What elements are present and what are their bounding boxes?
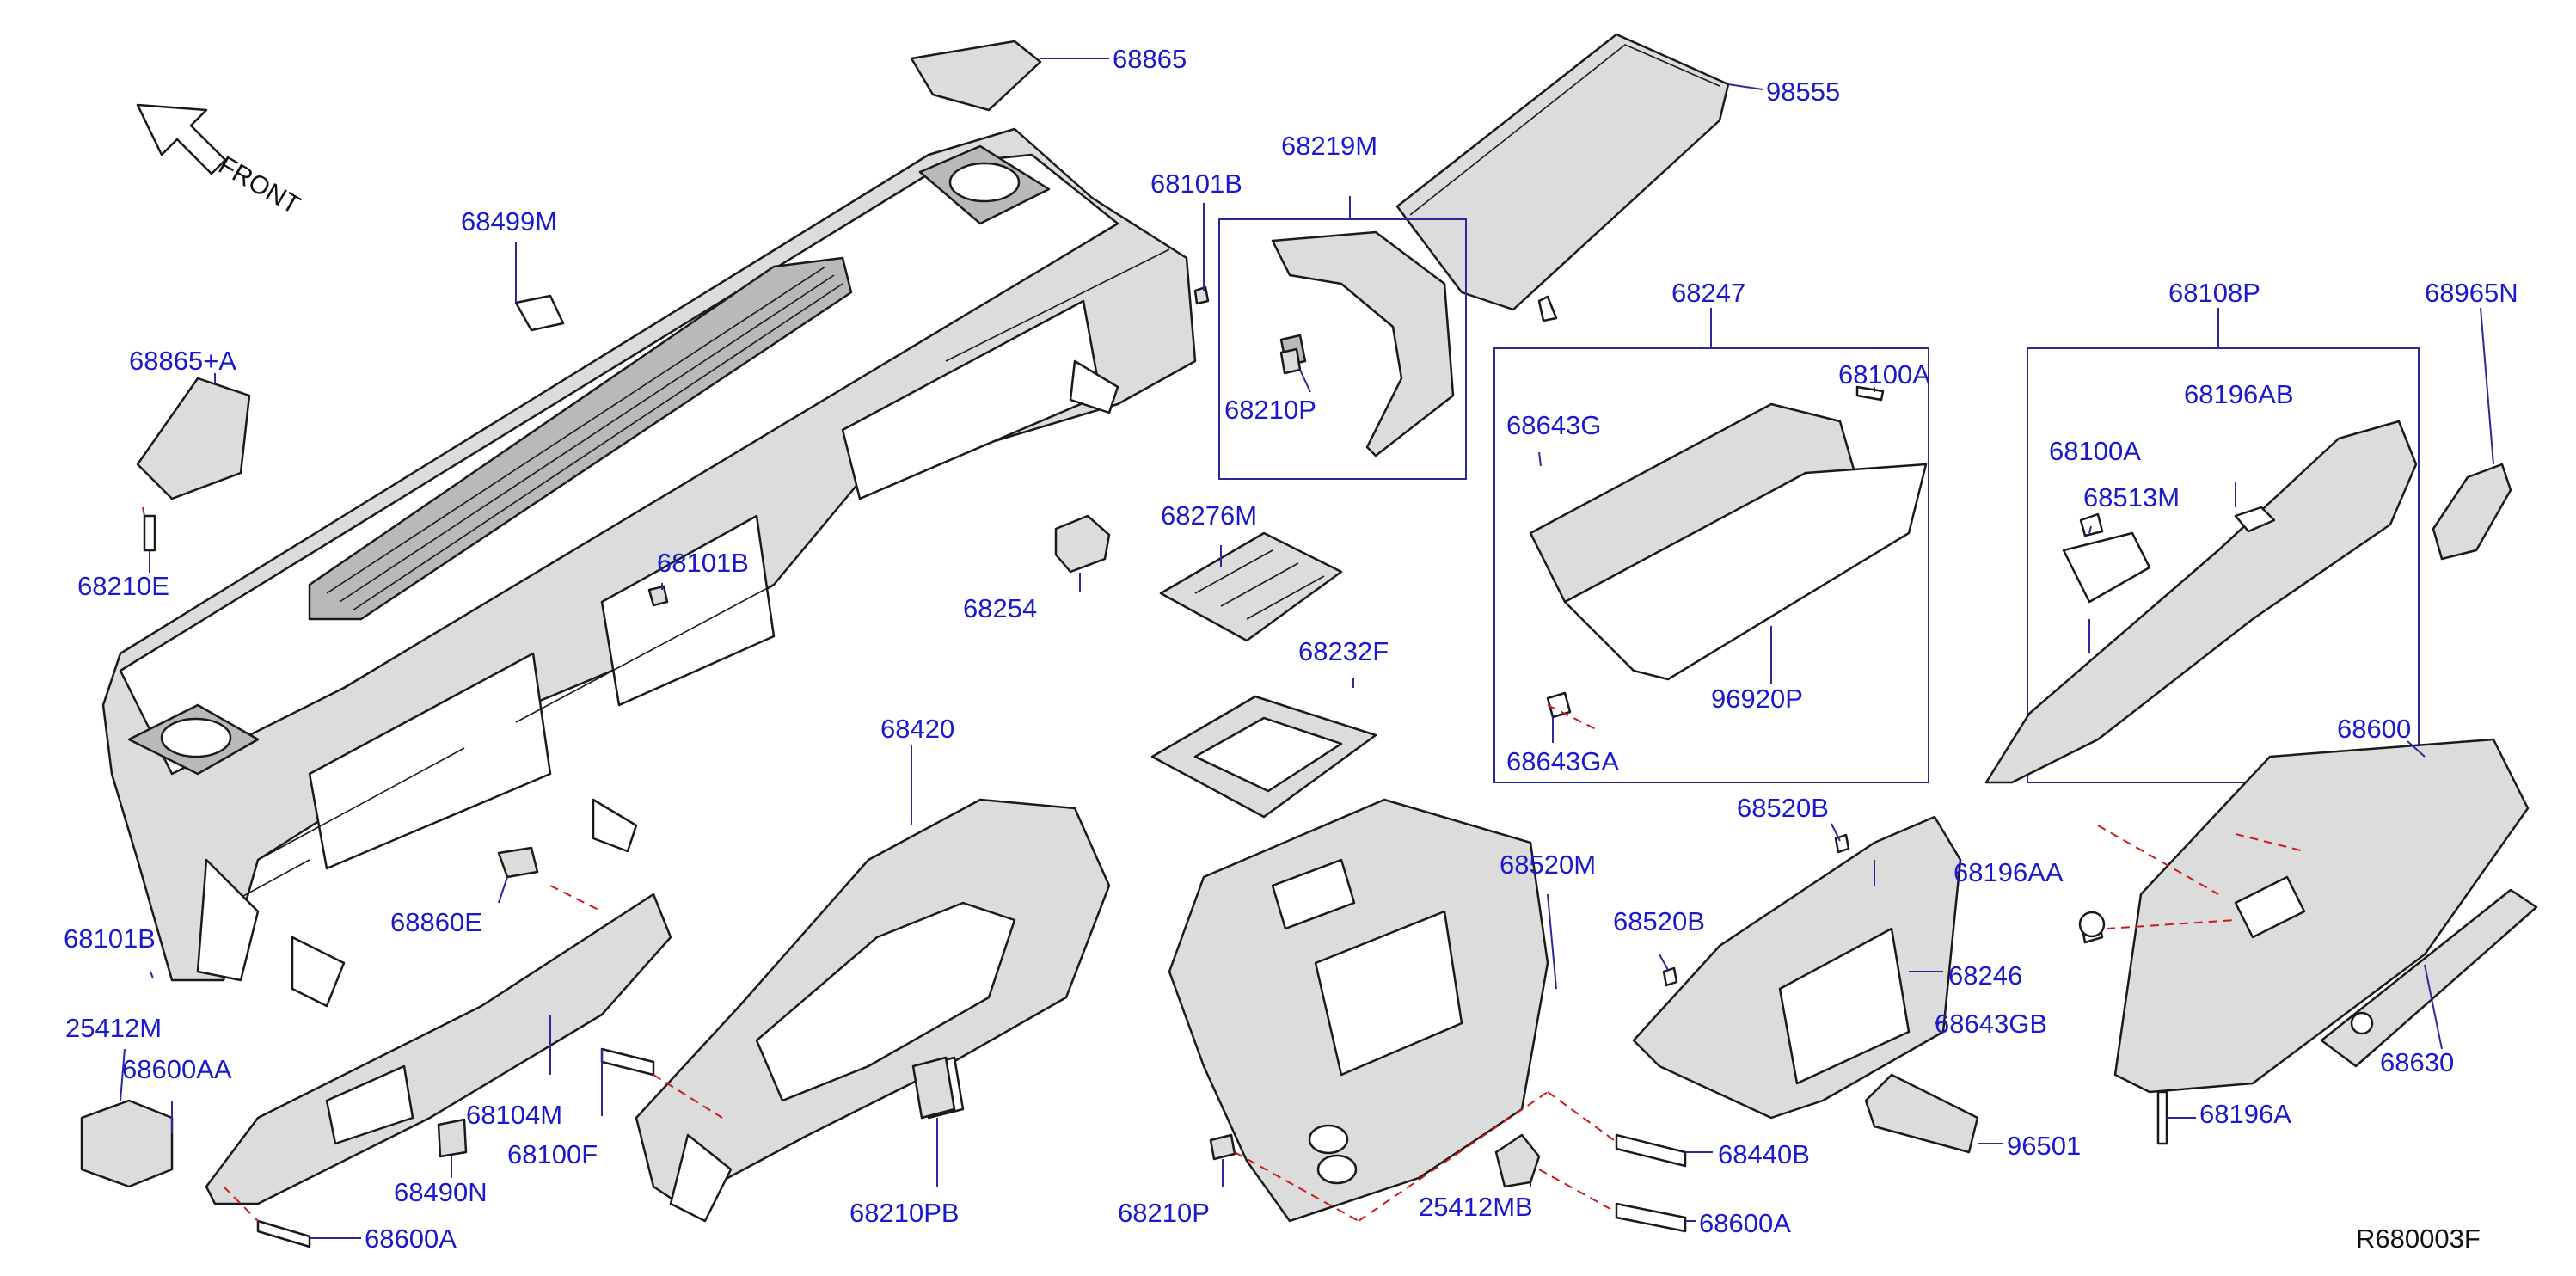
part-label-68865A: 68865+A [129,346,236,376]
part-label-68101B-mid: 68101B [657,548,749,578]
part-68276M-shape [1159,531,1343,642]
part-label-68965N: 68965N [2425,278,2518,308]
part-label-68232F: 68232F [1298,636,1389,666]
part-label-68210E: 68210E [77,571,169,601]
part-68865A-shape [136,377,251,500]
part-68600-shape [2113,738,2530,1094]
part-label-68420: 68420 [880,714,954,744]
part-96501-shape [1864,1073,1979,1154]
part-label-68108P: 68108P [2168,278,2260,308]
part-label-68254: 68254 [963,593,1037,623]
part-68210P-clip-shape [1279,347,1302,375]
part-label-68520B-low: 68520B [1613,906,1705,936]
part-label-25412MB: 25412MB [1419,1192,1533,1222]
part-label-25412M: 25412M [65,1013,162,1043]
part-label-68513M: 68513M [2083,482,2180,512]
part-68254-shape [1054,514,1111,574]
part-label-68630: 68630 [2380,1047,2454,1077]
part-label-68247: 68247 [1671,278,1745,308]
part-label-68600A-right: 68600A [1699,1208,1791,1238]
part-label-68643G: 68643G [1506,410,1601,440]
part-68101B-clip-shape [647,585,669,607]
instrument-panel-pad [101,127,1197,1008]
part-label-68100F: 68100F [507,1139,598,1169]
part-25412MB-shape [1494,1133,1541,1188]
part-98555-shape [1395,33,1730,311]
part-68499M-shape [514,294,565,332]
part-label-68600A-left: 68600A [365,1224,457,1254]
part-68965N-shape [2432,463,2512,561]
part-label-68210P-low: 68210P [1118,1198,1210,1228]
part-68865-shape [910,40,1042,112]
part-label-68490N: 68490N [394,1177,488,1207]
part-68860E-shape [497,846,539,879]
part-label-68101B-top: 68101B [1150,169,1242,199]
part-label-68246: 68246 [1948,960,2022,991]
part-68219M-shape [1271,230,1455,457]
reference-code: R680003F [2356,1224,2481,1254]
part-label-68600: 68600 [2337,714,2411,744]
leader-lines [120,58,2494,1239]
part-label-68196AA: 68196AA [1953,857,2064,887]
part-label-68643GB: 68643GB [1935,1009,2047,1039]
part-label-68276M: 68276M [1161,500,1257,531]
part-68490N-shape [437,1118,468,1158]
part-25412M-shape [80,1099,174,1188]
part-label-68520M: 68520M [1500,850,1596,880]
part-label-96920P: 96920P [1711,684,1803,714]
part-label-68600AA: 68600AA [122,1054,232,1084]
part-label-68210P-box: 68210P [1224,395,1316,425]
part-68630-shape [2320,888,2538,1068]
front-arrow-icon: FRONT [136,103,305,220]
part-label-68104M: 68104M [466,1100,562,1130]
part-label-68865: 68865 [1113,44,1187,74]
part-label-68100A-right: 68100A [2049,436,2141,466]
part-label-68219M: 68219M [1281,131,1377,161]
part-68104M-shape [205,893,672,1205]
part-label-68643GA: 68643GA [1506,746,1619,776]
part-label-68860E: 68860E [390,907,482,937]
part-label-68101B-low: 68101B [64,923,156,954]
part-label-96501: 96501 [2007,1131,2081,1161]
part-label-68440B: 68440B [1718,1139,1810,1169]
part-68108P-shape [1984,420,2418,784]
dashed-guides [142,506,2305,1222]
part-label-68520B-top: 68520B [1737,793,1829,823]
part-label-68499M: 68499M [461,206,557,236]
front-label: FRONT [214,150,305,219]
part-68210PB-shape [911,1056,956,1120]
part-label-68100A-left: 68100A [1838,359,1930,390]
part-label-98555: 98555 [1766,77,1840,107]
part-labels: 68865 98555 68219M 68101B 68499M 68865+A… [64,44,2518,1254]
part-label-68210PB: 68210PB [849,1198,960,1228]
part-label-68196A: 68196A [2199,1099,2291,1129]
part-label-68196AB: 68196AB [2184,379,2294,409]
